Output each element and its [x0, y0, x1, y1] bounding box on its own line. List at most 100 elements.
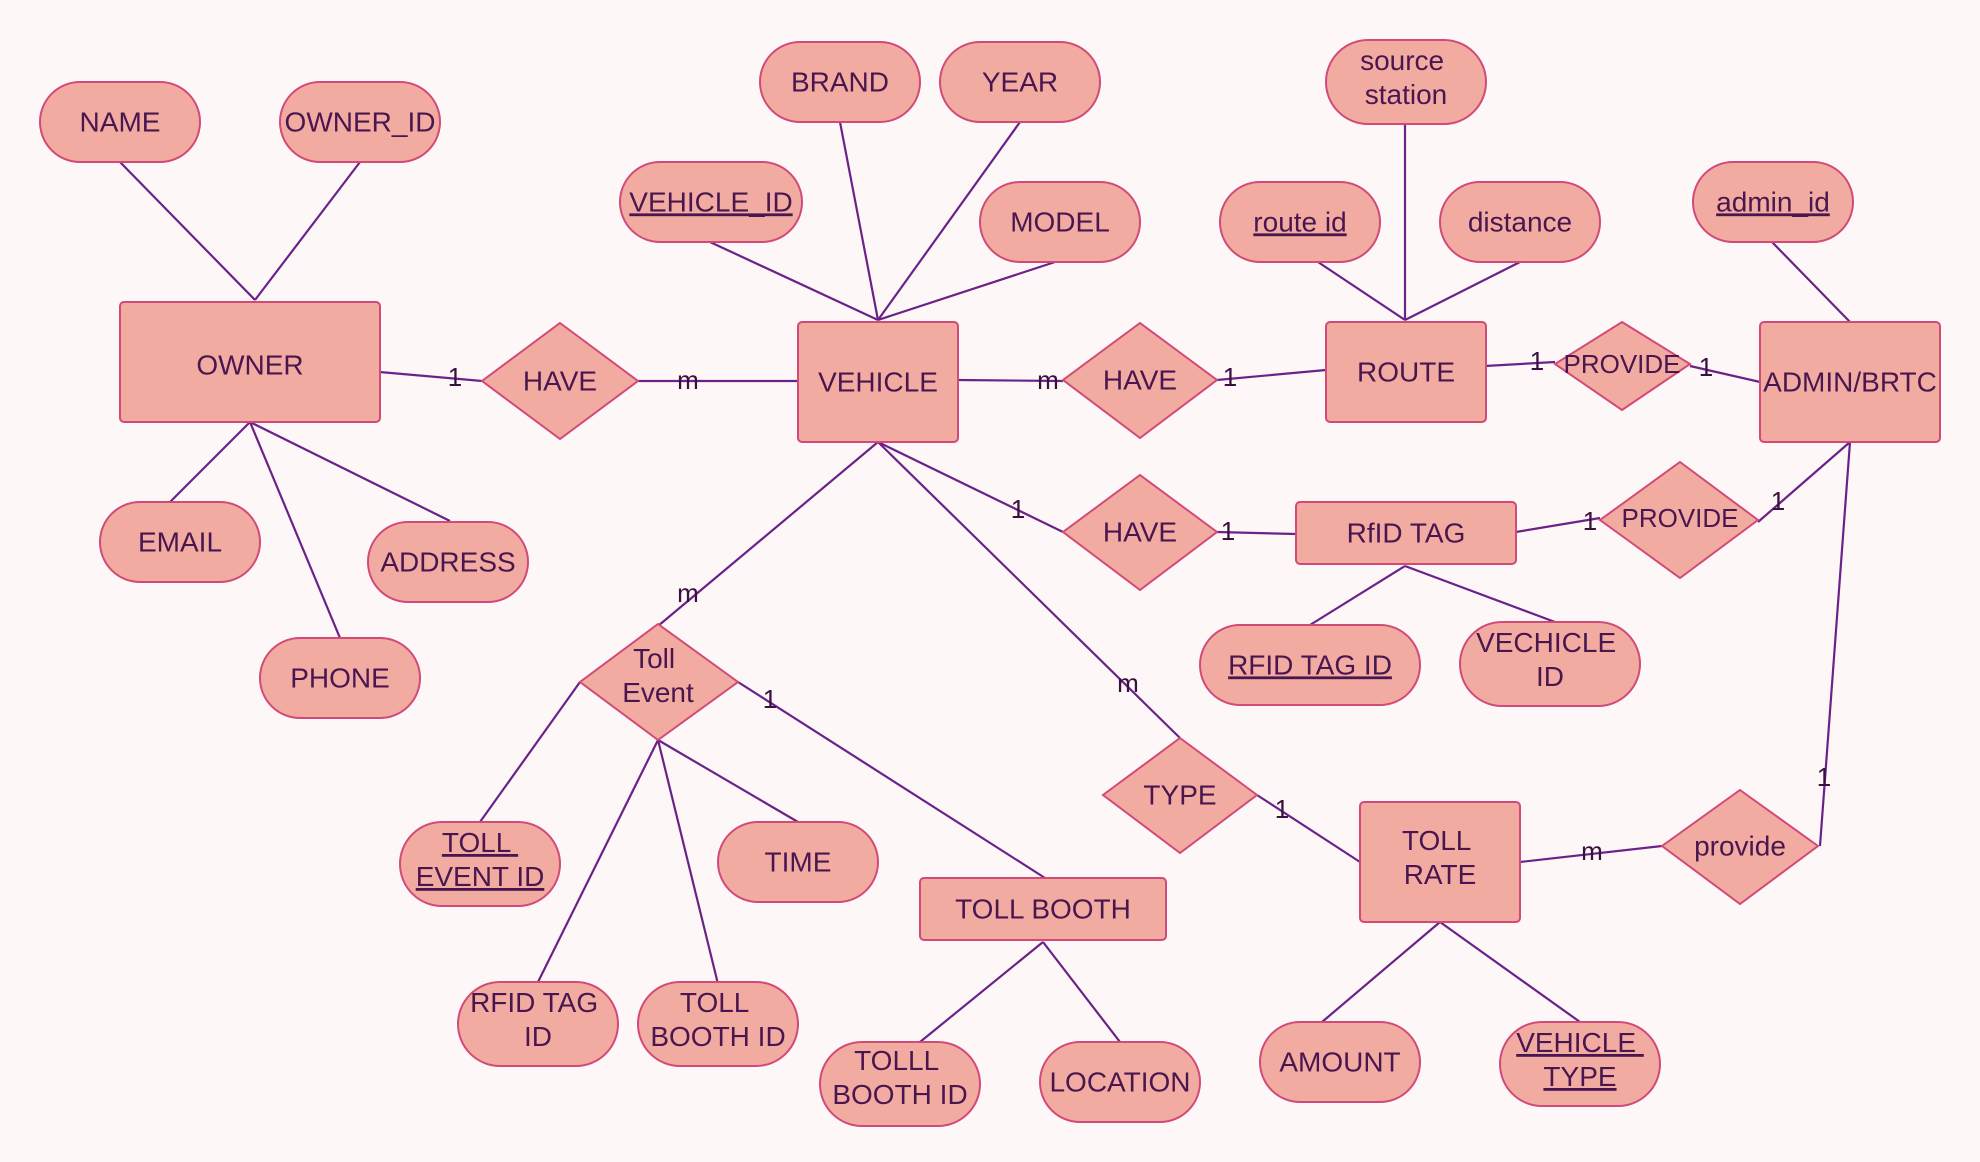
relationship-provide-label: provide: [1694, 830, 1786, 861]
relationship-owner-have[interactable]: HAVE: [480, 321, 640, 441]
relationship-rfid-provide[interactable]: PROVIDE: [1598, 460, 1760, 580]
attribute-rfid-tag-id-key[interactable]: RFID TAG ID: [1199, 624, 1421, 706]
attribute-email[interactable]: EMAIL: [99, 501, 261, 583]
cardinality-have3-rfid: 1: [1221, 516, 1235, 546]
entity-toll-rate[interactable]: TOLL RATE: [1359, 801, 1521, 923]
attribute-admin-id[interactable]: admin_id: [1692, 161, 1854, 243]
relationship-route-provide[interactable]: PROVIDE: [1553, 320, 1692, 412]
edge-owner-address: [249, 421, 451, 522]
edge-routeid-route: [1317, 261, 1406, 321]
edge-tollevent-rfidtagid: [537, 739, 659, 983]
entity-owner-label: OWNER: [196, 349, 303, 380]
attribute-rfid-tag-id[interactable]: RFID TAG ID: [457, 981, 619, 1067]
entity-route[interactable]: ROUTE: [1325, 321, 1487, 423]
edge-admin-provide3: [1818, 441, 1852, 847]
attribute-owner-id[interactable]: OWNER_ID: [279, 81, 441, 163]
entity-owner[interactable]: OWNER: [119, 301, 381, 423]
edge-rfid-provide2: [1515, 516, 1601, 534]
relationship-toll-event-label: Toll Event: [622, 643, 694, 708]
attribute-time-label: TIME: [765, 846, 832, 877]
relationship-vehicle-route-have[interactable]: HAVE: [1061, 321, 1219, 440]
attribute-model[interactable]: MODEL: [979, 181, 1141, 263]
attribute-toll-booth-id-ref[interactable]: TOLL BOOTH ID: [637, 981, 799, 1067]
edge-year-vehicle: [877, 121, 1021, 321]
edge-route-provide1: [1484, 360, 1556, 368]
attribute-address[interactable]: ADDRESS: [367, 521, 529, 603]
relationship-owner-have-label: HAVE: [523, 365, 597, 396]
entity-rfid-tag[interactable]: RfID TAG: [1295, 501, 1517, 565]
edge-name-owner: [119, 161, 256, 301]
attribute-toll-event-id-label: TOLL EVENT ID: [416, 827, 545, 892]
attribute-vehicle-type[interactable]: VEHICLE TYPE: [1499, 1021, 1661, 1107]
edge-ownerid-owner: [254, 161, 361, 301]
attribute-toll-event-id[interactable]: TOLL EVENT ID: [399, 821, 561, 907]
attribute-name-label: NAME: [80, 106, 161, 137]
cardinality-provide-admin: 1: [1817, 762, 1831, 792]
attribute-address-label: ADDRESS: [380, 546, 515, 577]
attribute-name[interactable]: NAME: [39, 81, 201, 163]
cardinality-vehicle-have2: m: [1037, 365, 1059, 395]
attribute-amount[interactable]: AMOUNT: [1259, 1021, 1421, 1103]
cardinality-vehicle-have3: 1: [1011, 494, 1025, 524]
entity-admin-brtc[interactable]: ADMIN/BRTC: [1759, 321, 1941, 443]
edge-tollrate-vehicletype: [1439, 921, 1581, 1023]
cardinality-type-tollrate: 1: [1275, 794, 1289, 824]
connector-lines: [119, 121, 1852, 1043]
cardinality-vehicle-type: m: [1117, 668, 1139, 698]
relationship-type[interactable]: TYPE: [1101, 736, 1259, 855]
attribute-route-id[interactable]: route id: [1219, 181, 1381, 263]
edge-rfid-rfidtagid: [1309, 565, 1406, 626]
cardinality-tollevent-tollbooth: 1: [763, 684, 777, 714]
edge-distance-route: [1404, 261, 1521, 321]
cardinality-tollrate-provide: m: [1581, 836, 1603, 866]
entity-tollbooth-label: TOLL BOOTH: [955, 893, 1131, 924]
edge-tollevent-tollbooth: [737, 681, 1046, 879]
relationship-vehicle-rfid-have[interactable]: HAVE: [1061, 473, 1219, 592]
attribute-time[interactable]: TIME: [717, 821, 879, 903]
cardinality-route-provide1: 1: [1530, 346, 1544, 376]
attribute-brand-label: BRAND: [791, 66, 889, 97]
attribute-year[interactable]: YEAR: [939, 41, 1101, 123]
relationship-provide[interactable]: provide: [1660, 788, 1820, 906]
entity-vehicle[interactable]: VEHICLE: [797, 321, 959, 443]
attribute-vehicle-id[interactable]: VEHICLE_ID: [619, 161, 803, 243]
attribute-tolll-booth-id[interactable]: TOLLL BOOTH ID: [819, 1041, 981, 1127]
edge-tollbooth-tolllboothid: [919, 941, 1044, 1043]
attribute-distance[interactable]: distance: [1439, 181, 1601, 263]
edge-tollbooth-location: [1042, 941, 1121, 1043]
attribute-source-station-label: source station: [1360, 45, 1452, 110]
edge-owner-email: [169, 421, 251, 503]
edge-rfid-vechicleid: [1404, 564, 1556, 624]
attribute-email-label: EMAIL: [138, 526, 222, 557]
attribute-brand[interactable]: BRAND: [759, 41, 921, 123]
cardinality-provide2-admin: 1: [1771, 486, 1785, 516]
relationship-type-label: TYPE: [1143, 779, 1216, 810]
edge-vehicleid-vehicle: [709, 241, 879, 321]
attribute-location[interactable]: LOCATION: [1039, 1041, 1201, 1123]
edge-adminid-admin: [1771, 241, 1851, 323]
edge-type-tollrate: [1256, 794, 1361, 863]
edge-provide3-tollrate: [1519, 844, 1663, 864]
entity-toll-booth[interactable]: TOLL BOOTH: [919, 877, 1167, 941]
attribute-source-station[interactable]: source station: [1325, 39, 1487, 125]
attribute-admin-id-label: admin_id: [1716, 186, 1830, 217]
entity-tollrate-label: TOLL RATE: [1402, 825, 1478, 890]
attribute-vehicle-id-label: VEHICLE_ID: [629, 186, 792, 217]
cardinality-labels: 1 m m 1 1 1 1 1 1 1 m 1 m 1 m 1: [448, 346, 1831, 866]
entity-admin-label: ADMIN/BRTC: [1763, 366, 1937, 397]
edge-provide2-admin: [1757, 441, 1851, 523]
edge-vehicle-have3: [877, 441, 1064, 533]
cardinality-have-vehicle: m: [677, 365, 699, 395]
attribute-phone[interactable]: PHONE: [259, 637, 421, 719]
attribute-rfid-tag-id-label: RFID TAG ID: [470, 987, 606, 1052]
edge-tollevent-tolleventid: [479, 681, 581, 823]
cardinality-rfid-provide2: 1: [1583, 506, 1597, 536]
attribute-vechicle-id[interactable]: VECHICLE ID: [1459, 621, 1641, 707]
relationship-toll-event[interactable]: Toll Event: [578, 622, 740, 742]
edge-owner-phone: [248, 421, 342, 639]
relationship-vehicle-rfid-have-label: HAVE: [1103, 516, 1177, 547]
edge-brand-vehicle: [838, 121, 880, 321]
attribute-route-id-label: route id: [1253, 206, 1346, 237]
cardinality-owner-have: 1: [448, 362, 462, 392]
attribute-tolll-booth-id-label: TOLLL BOOTH ID: [832, 1045, 967, 1110]
